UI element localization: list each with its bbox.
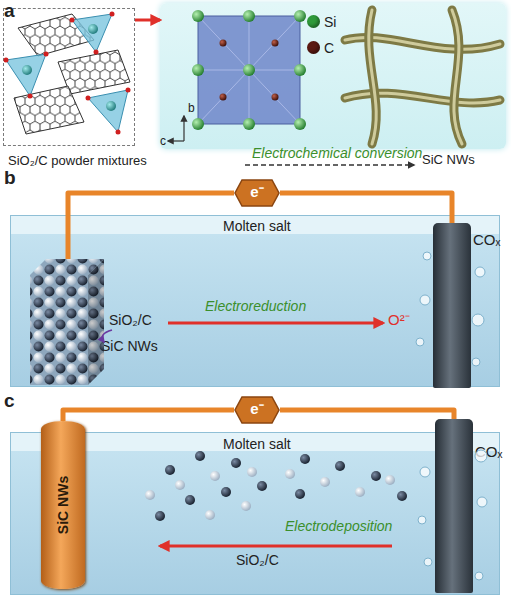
panel-box: SiO₂/C powder mixtures [3,8,135,146]
tetrahedron [88,90,128,132]
node-text: COₓ [473,231,500,249]
graphene-sheet [14,86,84,134]
process-label: Electroreduction [205,298,306,314]
molten-salt-bath: Molten saltSiC NWs COₓ [10,432,500,595]
ion-label: O²⁻ [388,312,410,328]
panel-letter: b [4,167,16,189]
o-atom [28,94,33,99]
node-text: Molten salt [223,217,291,235]
node-text: e⁻ [234,184,280,200]
graphene-sheet [18,14,94,56]
anode-rod: COₓ [433,223,471,388]
circuit-wire [68,193,234,259]
circuit-wire [280,410,454,419]
o-atom [116,130,121,135]
o-atom [110,12,115,17]
o-atom [70,18,75,23]
o-atom [94,50,99,55]
o-atom [126,88,131,93]
si-atom [22,65,32,75]
electron-hexagon: e⁻ [234,396,280,424]
node-text: COₓ [475,443,502,461]
process-label: Electrodeposition [285,518,392,534]
cathode-electrode: SiO₂/CSiC NWs [29,259,107,386]
legend-swatch [307,15,320,28]
node-text: SiC NWs [422,152,475,168]
node-text: SiO₂/C [109,311,152,329]
circuit-wire [280,193,452,223]
panel-letter: c [4,390,15,412]
si-atom [88,24,98,34]
axis-label: c [160,133,166,149]
node-text: Molten salt [223,435,291,453]
legend-swatch [307,41,320,54]
tetrahedron [72,14,112,52]
sic-nw-electrode: SiC NWs [41,421,85,589]
node-text: e⁻ [234,401,280,417]
hexagon-outline [235,397,279,423]
o-atom [86,96,91,101]
electron-hexagon: e⁻ [234,179,280,207]
graphene-sheet [58,50,130,94]
circuit-wire [63,410,234,421]
process-label: Electrochemical conversion [252,145,422,161]
node-text: SiC NWs [55,476,71,534]
species-label: SiO₂/C [236,552,279,568]
hexagon-outline [235,180,279,206]
node-text: SiC NWs [101,337,158,355]
graphene-sheets [14,14,130,134]
conversion-arrow [135,19,160,22]
node-text: SiO₂/C powder mixtures [8,153,147,169]
si-atom [106,101,116,111]
o-atom [4,58,9,63]
tetrahedron [6,54,46,96]
legend-text: C [324,40,334,56]
legend-text: Si [324,14,336,30]
panel-letter: a [4,0,15,22]
conversion-arrow [245,164,414,165]
axis-label: b [188,100,195,116]
o-atom [44,52,49,57]
anode-rod: COₓ [435,419,473,593]
silica-tetrahedra [4,12,131,135]
